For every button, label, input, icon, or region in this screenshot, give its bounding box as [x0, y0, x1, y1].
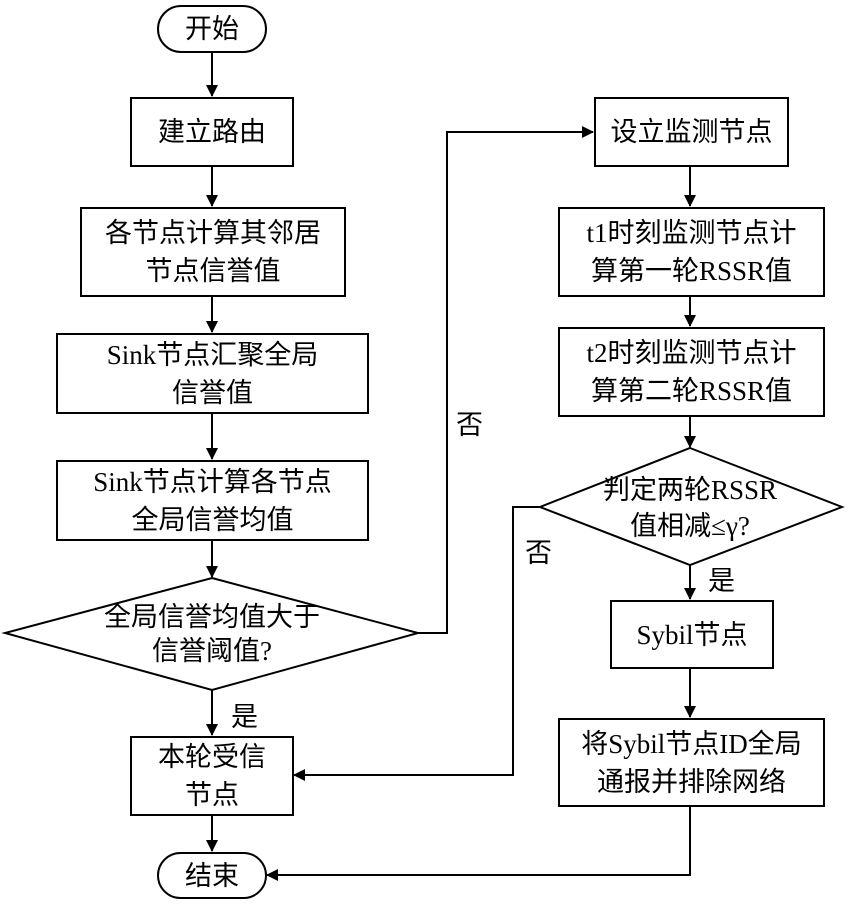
step-sink-aggregate: Sink节点汇聚全局 信誉值 [56, 333, 369, 414]
step-t1-rssr: t1时刻监测节点计 算第一轮RSSR值 [558, 207, 825, 297]
step-build-route: 建立路由 [130, 97, 294, 167]
end-label: 结束 [185, 860, 239, 891]
no-label-right: 否 [525, 538, 552, 568]
start-terminal: 开始 [157, 5, 267, 53]
step-trusted-nodes-label: 本轮受信 节点 [158, 742, 266, 810]
step-set-monitor: 设立监测节点 [594, 97, 789, 167]
decision-threshold-text: 全局信誉均值大于 信誉阈值? [40, 596, 384, 672]
step-neighbor-reputation: 各节点计算其邻居 节点信誉值 [80, 207, 346, 297]
start-label: 开始 [185, 14, 239, 44]
decision-threshold-label: 全局信誉均值大于 信誉阈值? [104, 602, 320, 666]
decision-rssr-text: 判定两轮RSSR 值相减≤γ? [560, 472, 820, 544]
arrow-decision-no [418, 126, 594, 634]
yes-label-right: 是 [708, 566, 735, 596]
end-terminal: 结束 [157, 852, 267, 899]
step-set-monitor-label: 设立监测节点 [610, 117, 773, 147]
step-t2-rssr-label: t2时刻监测节点计 算第二轮RSSR值 [586, 338, 797, 406]
step-neighbor-reputation-label: 各节点计算其邻居 节点信誉值 [105, 218, 321, 286]
step-trusted-nodes: 本轮受信 节点 [130, 736, 294, 816]
step-t1-rssr-label: t1时刻监测节点计 算第一轮RSSR值 [586, 218, 797, 286]
step-build-route-label: 建立路由 [158, 117, 266, 147]
yes-label-left: 是 [231, 702, 258, 732]
step-sybil-node: Sybil节点 [610, 600, 774, 669]
step-sybil-node-label: Sybil节点 [636, 619, 748, 650]
step-broadcast-exclude-label: 将Sybil节点ID全局 通报并排除网络 [581, 728, 802, 797]
step-broadcast-exclude: 将Sybil节点ID全局 通报并排除网络 [558, 718, 825, 807]
no-label-left: 否 [456, 410, 483, 440]
step-sink-aggregate-label: Sink节点汇聚全局 信誉值 [106, 339, 319, 408]
arrow-decision-right-no [293, 506, 540, 781]
decision-rssr-label: 判定两轮RSSR 值相减≤γ? [602, 475, 778, 541]
decision-diamond-left [1, 576, 422, 692]
step-sink-mean: Sink节点计算各节点 全局信誉均值 [56, 460, 369, 541]
step-sink-mean-label: Sink节点计算各节点 全局信誉均值 [93, 466, 332, 535]
arrow-broadcast-to-end [266, 806, 691, 881]
step-t2-rssr: t2时刻监测节点计 算第二轮RSSR值 [558, 327, 825, 417]
